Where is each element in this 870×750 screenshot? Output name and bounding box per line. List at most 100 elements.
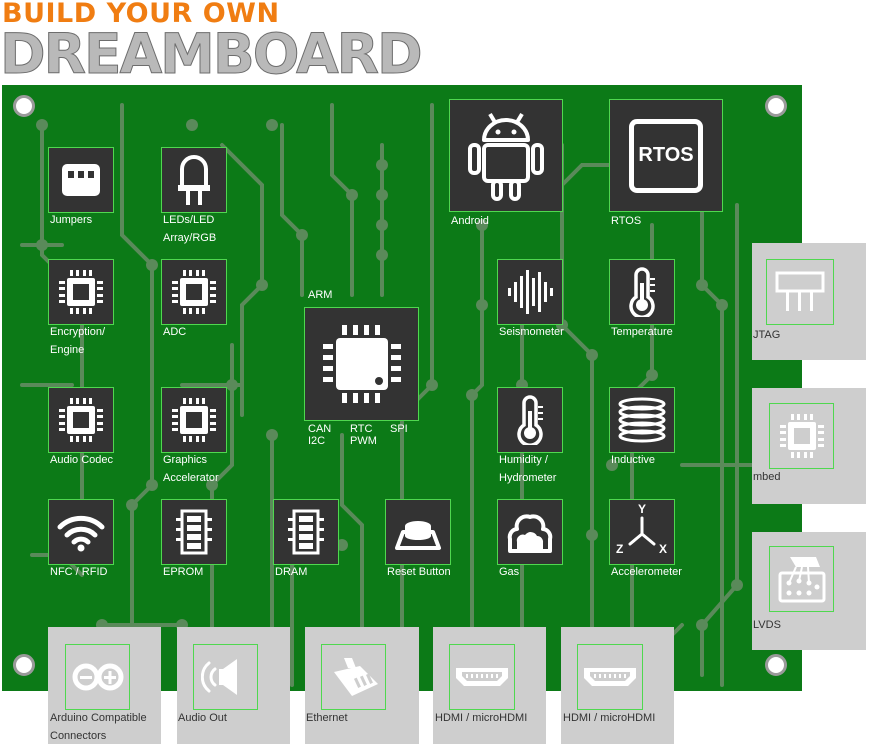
pin-rtc: RTC [350, 423, 373, 435]
reset-button-tile[interactable] [385, 499, 451, 565]
seismograph-icon [508, 270, 553, 314]
connector-ethernet[interactable]: Ethernet [305, 627, 419, 744]
rtos-tile[interactable]: RTOS [609, 99, 723, 212]
ethernet-label: Ethernet [306, 712, 348, 724]
axis-x-label: X [659, 542, 668, 556]
mounting-hole-bottom-left [13, 654, 35, 676]
temperature-label: Temperature [611, 326, 673, 338]
encryption-tile[interactable] [48, 259, 114, 325]
chip-icon [172, 398, 216, 442]
jumpers-tile[interactable] [48, 147, 114, 213]
jtag-icon-box[interactable] [766, 259, 834, 325]
connector-hdmi-2[interactable]: HDMI / microHDMI [561, 627, 674, 744]
rtos-icon: RTOS [629, 118, 703, 193]
connector-lvds[interactable]: LVDS [752, 532, 866, 650]
nfc-label: NFC / RFID [50, 566, 108, 578]
adc-label: ADC [163, 326, 187, 338]
encryption-label: Encryption/ Engine [50, 326, 106, 356]
nfc-tile[interactable] [48, 499, 114, 565]
mbed-label: mbed [753, 471, 781, 483]
arduino-icon-box[interactable] [65, 644, 130, 710]
reset-button-label: Reset Button [387, 566, 451, 578]
jumpers-label: Jumpers [50, 214, 93, 226]
connector-jtag[interactable]: JTAG [752, 243, 866, 360]
wifi-icon [57, 515, 105, 552]
audio-out-icon-box[interactable] [193, 644, 258, 710]
eprom-tile[interactable] [161, 499, 227, 565]
hdmi-port-icon [584, 668, 636, 686]
header-title: DREAMBOARD [0, 22, 423, 86]
leds-tile[interactable] [161, 147, 227, 213]
leds-label: LEDs/LED Array/RGB [163, 214, 217, 244]
xyz-axes-icon: Y Z X [614, 502, 670, 560]
graphics-label: Graphics Accelerator [163, 454, 219, 484]
accelerometer-tile[interactable]: Y Z X [609, 499, 675, 565]
android-icon [468, 112, 544, 201]
android-label: Android [451, 215, 489, 227]
gas-tile[interactable] [497, 499, 563, 565]
chip-icon [59, 398, 103, 442]
memory-icon [288, 509, 324, 555]
hdmi-1-label: HDMI / microHDMI [435, 712, 528, 724]
arduino-infinity-icon [72, 663, 123, 691]
arm-title: ARM [308, 289, 333, 301]
push-button-icon [395, 521, 441, 550]
android-tile[interactable] [449, 99, 563, 212]
pin-pwm: PWM [350, 435, 377, 447]
hdmi-1-icon-box[interactable] [449, 644, 515, 710]
speaker-icon [200, 659, 237, 695]
pin-can: CAN [308, 423, 332, 435]
chip-icon [779, 414, 824, 458]
mounting-hole-top-right [765, 95, 787, 117]
graphics-tile[interactable] [161, 387, 227, 453]
arduino-label: Arduino Compatible Connectors [50, 712, 147, 742]
axis-z-label: Z [616, 542, 624, 556]
header: BUILD YOUR OWN DREAMBOARD [0, 0, 480, 86]
led-icon [178, 155, 210, 205]
audio-out-label: Audio Out [178, 712, 227, 724]
thermometer-icon [517, 395, 543, 445]
chip-icon [59, 270, 103, 314]
hdmi-2-label: HDMI / microHDMI [563, 712, 656, 724]
coil-icon [618, 397, 666, 443]
rtos-icon-text: RTOS [638, 144, 694, 166]
rtos-label: RTOS [611, 215, 642, 227]
ethernet-icon-box[interactable] [321, 644, 386, 710]
arm-processor-tile[interactable] [304, 307, 419, 421]
lvds-label: LVDS [753, 619, 781, 631]
connector-audio-out[interactable]: Audio Out [177, 627, 290, 744]
humidity-tile[interactable] [497, 387, 563, 453]
seismometer-tile[interactable] [497, 259, 563, 325]
processor-icon [322, 325, 401, 403]
humidity-label: Humidity / Hydrometer [499, 454, 557, 484]
seismometer-label: Seismometer [499, 326, 564, 338]
lvds-connector-icon [778, 557, 825, 603]
mounting-hole-top-left [13, 95, 35, 117]
gas-label: Gas [499, 566, 520, 578]
jtag-header-icon [775, 271, 825, 311]
connector-hdmi-1[interactable]: HDMI / microHDMI [433, 627, 546, 744]
jtag-label: JTAG [753, 329, 781, 341]
inductive-label: Inductive [611, 454, 656, 466]
memory-icon [176, 509, 212, 555]
audio-codec-label: Audio Codec [50, 454, 113, 466]
connector-mbed[interactable]: mbed [752, 388, 866, 504]
dram-tile[interactable] [273, 499, 339, 565]
axis-y-label: Y [638, 502, 647, 516]
mounting-hole-bottom-right [765, 654, 787, 676]
ethernet-plug-icon [333, 658, 378, 696]
dram-label: DRAM [275, 566, 308, 578]
connector-arduino[interactable]: Arduino Compatible Connectors [48, 627, 161, 744]
inductive-tile[interactable] [609, 387, 675, 453]
thermometer-icon [629, 267, 655, 317]
audio-codec-tile[interactable] [48, 387, 114, 453]
jumpers-icon [62, 164, 100, 196]
hdmi-2-icon-box[interactable] [577, 644, 643, 710]
eprom-label: EPROM [163, 566, 204, 578]
lvds-icon-box[interactable] [769, 546, 834, 612]
header-subtitle: BUILD YOUR OWN [2, 0, 280, 29]
pin-spi: SPI [390, 423, 408, 435]
temperature-tile[interactable] [609, 259, 675, 325]
mbed-icon-box[interactable] [769, 403, 834, 469]
adc-tile[interactable] [161, 259, 227, 325]
